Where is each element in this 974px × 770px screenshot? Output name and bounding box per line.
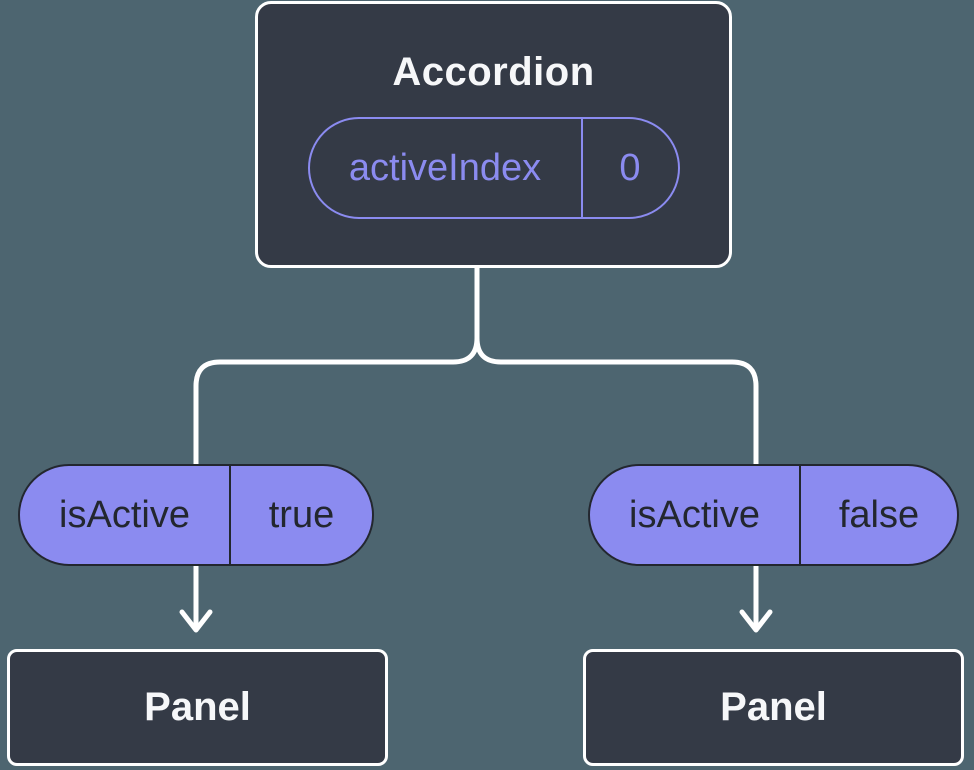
prop-pill-value: true: [229, 466, 372, 564]
accordion-node: Accordion activeIndex 0: [255, 1, 732, 268]
prop-pill-name: isActive: [629, 493, 760, 536]
prop-pill-name: isActive: [59, 493, 190, 536]
arrowhead-right-icon: [739, 609, 773, 633]
panel-node-left: Panel: [7, 649, 388, 766]
prop-pill-isactive-true: isActive true: [18, 464, 374, 566]
state-pill-name: activeIndex: [348, 146, 542, 189]
prop-pill-isactive-false: isActive false: [588, 464, 959, 566]
state-pill-value: 0: [580, 119, 678, 217]
connector-right-branch: [474, 262, 759, 631]
panel-node-label: Panel: [144, 685, 251, 729]
state-pill-activeindex: activeIndex 0: [307, 117, 680, 219]
connector-left-branch: [193, 262, 480, 631]
panel-node-right: Panel: [583, 649, 964, 766]
prop-pill-value: false: [799, 466, 957, 564]
panel-node-label: Panel: [720, 685, 827, 729]
arrowhead-left-icon: [179, 609, 213, 633]
accordion-node-title: Accordion: [392, 50, 595, 94]
